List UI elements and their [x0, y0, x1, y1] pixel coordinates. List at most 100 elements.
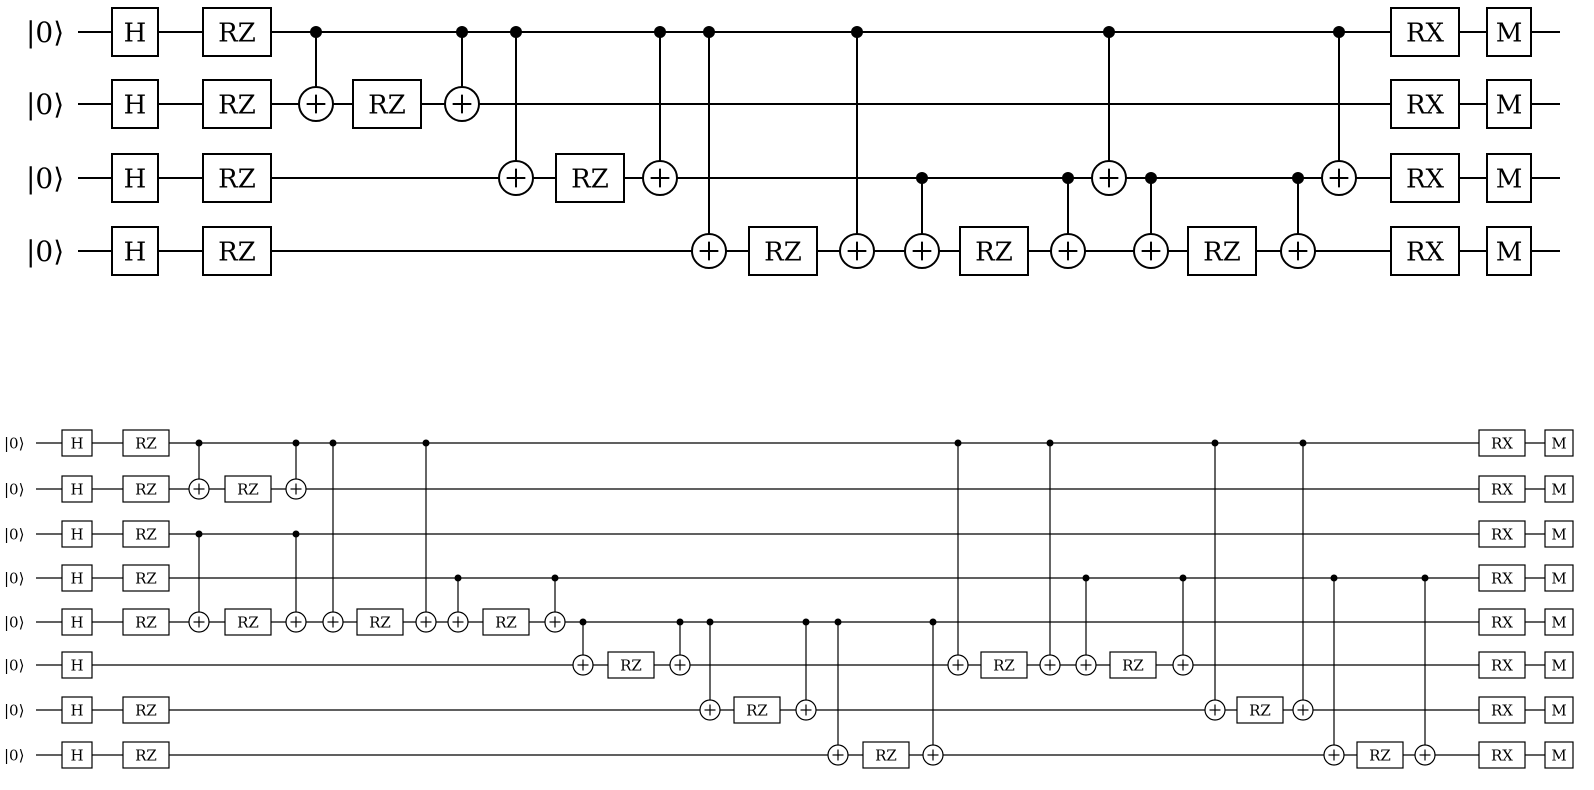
rz-gate: RZ — [122, 520, 170, 548]
gate-label: RX — [1491, 480, 1513, 498]
h-gate: H — [61, 608, 93, 636]
gate-label: H — [70, 701, 83, 719]
gate-label: RZ — [369, 613, 391, 631]
gate-label: M — [1551, 613, 1566, 631]
cnot-control-dot — [292, 530, 300, 538]
gate-label: M — [1496, 164, 1523, 194]
cnot-target-icon — [1414, 744, 1436, 766]
cnot-control-dot — [195, 530, 203, 538]
gate-label: RZ — [237, 480, 259, 498]
gate-label: RZ — [135, 434, 157, 452]
cnot-target-icon — [1133, 233, 1169, 269]
gate-label: RZ — [875, 746, 897, 764]
gate-label: RZ — [237, 613, 259, 631]
cnot-target-icon — [285, 478, 307, 500]
m-gate: M — [1486, 226, 1532, 276]
cnot-control-dot — [1103, 26, 1115, 38]
gate-label: M — [1551, 525, 1566, 543]
cnot-control-dot — [1299, 439, 1307, 447]
cnot-control-dot — [579, 618, 587, 626]
h-gate: H — [61, 651, 93, 679]
cnot-target-icon — [1050, 233, 1086, 269]
rz-gate: RZ — [733, 696, 781, 724]
cnot-control-dot — [1333, 26, 1345, 38]
rx-gate: RX — [1478, 741, 1526, 769]
gate-label: RZ — [1369, 746, 1391, 764]
cnot-target-icon — [415, 611, 437, 633]
cnot-target-icon — [839, 233, 875, 269]
cnot-control-dot — [195, 439, 203, 447]
rz-gate: RZ — [202, 226, 272, 276]
cnot-control-dot — [1145, 172, 1157, 184]
cnot-control-dot — [703, 26, 715, 38]
gate-label: H — [70, 480, 83, 498]
cnot-target-icon — [691, 233, 727, 269]
h-gate: H — [61, 520, 93, 548]
gate-label: RZ — [135, 480, 157, 498]
rz-gate: RZ — [122, 564, 170, 592]
m-gate: M — [1544, 475, 1574, 503]
m-gate: M — [1544, 429, 1574, 457]
cnot-target-icon — [922, 744, 944, 766]
cnot-target-icon — [1292, 699, 1314, 721]
rz-gate: RZ — [224, 475, 272, 503]
cnot-target-icon — [188, 611, 210, 633]
gate-label: RZ — [218, 18, 256, 48]
cnot-target-icon — [1091, 160, 1127, 196]
gate-label: RZ — [135, 613, 157, 631]
rx-gate: RX — [1390, 153, 1460, 203]
rz-gate: RZ — [1187, 226, 1257, 276]
cnot-target-icon — [699, 699, 721, 721]
h-gate: H — [111, 79, 159, 129]
qubit-ket-label: |0⟩ — [26, 162, 64, 195]
qubit-ket-label: |0⟩ — [4, 480, 24, 498]
cnot-target-icon — [544, 611, 566, 633]
gate-label: RX — [1491, 656, 1513, 674]
gate-label: H — [124, 164, 147, 194]
rz-gate: RZ — [122, 741, 170, 769]
cnot-control-dot — [1421, 574, 1429, 582]
cnot-control-dot — [551, 574, 559, 582]
m-gate: M — [1544, 520, 1574, 548]
gate-label: RZ — [975, 237, 1013, 267]
cnot-target-icon — [904, 233, 940, 269]
gate-label: RZ — [993, 656, 1015, 674]
gate-label: RZ — [764, 237, 802, 267]
cnot-control-dot — [929, 618, 937, 626]
cnot-control-dot — [654, 26, 666, 38]
gate-label: RX — [1491, 746, 1513, 764]
cnot-control-dot — [1046, 439, 1054, 447]
rx-gate: RX — [1478, 520, 1526, 548]
h-gate: H — [61, 429, 93, 457]
rz-gate: RZ — [555, 153, 625, 203]
gate-label: M — [1551, 434, 1566, 452]
gate-label: RZ — [135, 701, 157, 719]
cnot-target-icon — [795, 699, 817, 721]
gate-label: RZ — [218, 237, 256, 267]
gate-label: RX — [1491, 701, 1513, 719]
rx-gate: RX — [1390, 79, 1460, 129]
qubit-ket-label: |0⟩ — [4, 701, 24, 719]
gate-label: M — [1496, 237, 1523, 267]
cnot-control-dot — [916, 172, 928, 184]
cnot-target-icon — [669, 654, 691, 676]
rz-gate: RZ — [1356, 741, 1404, 769]
rz-gate: RZ — [1109, 651, 1157, 679]
gate-label: RX — [1406, 90, 1445, 120]
rz-gate: RZ — [202, 7, 272, 57]
rx-gate: RX — [1478, 475, 1526, 503]
rx-gate: RX — [1390, 226, 1460, 276]
cnot-control-dot — [1330, 574, 1338, 582]
cnot-target-icon — [1321, 160, 1357, 196]
rx-gate: RX — [1478, 651, 1526, 679]
gate-label: RZ — [135, 746, 157, 764]
rz-gate: RZ — [122, 696, 170, 724]
gate-label: RZ — [368, 90, 406, 120]
qubit-ket-label: |0⟩ — [4, 613, 24, 631]
cnot-target-icon — [947, 654, 969, 676]
cnot-control-dot — [834, 618, 842, 626]
cnot-target-icon — [322, 611, 344, 633]
cnot-control-dot — [1211, 439, 1219, 447]
